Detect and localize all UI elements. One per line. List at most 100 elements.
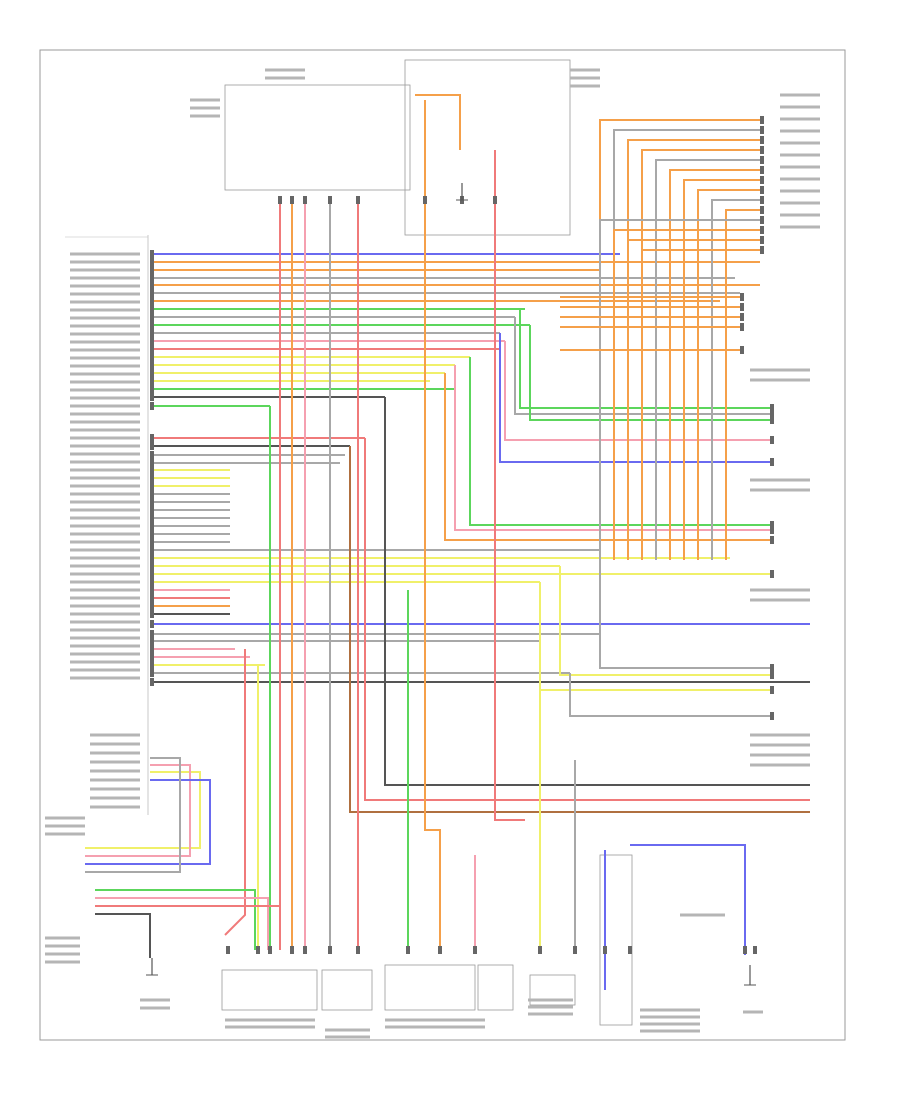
module-pin [150,274,154,282]
module-pin [150,586,154,594]
module-pin [150,506,154,514]
module-pin [150,451,154,459]
right-actuator-box [384,964,476,1011]
right-connector-pin [760,126,764,134]
component-pin [603,946,607,954]
wire-yellow-low-2 [539,582,770,691]
right-connector-pin [770,436,774,444]
left-actuator-box [221,969,318,1011]
right-connector-pin [770,536,774,544]
module-pin [150,570,154,578]
right-connector-pin [760,176,764,184]
module-pin [150,661,154,669]
component-pin [473,946,477,954]
module-pin [150,546,154,554]
right-connector-pin [760,236,764,244]
fuse-pin [290,196,294,204]
wire-red-right-drop [494,180,525,821]
right-connector-pin [740,303,744,311]
module-pin [150,602,154,610]
right-connector-pin [760,166,764,174]
wire-gray-716 [569,673,770,717]
right-connector-pin [760,196,764,204]
component-pin [356,946,360,954]
wire-dark-785 [384,397,810,786]
right-connector-pin [760,246,764,254]
right-column-wire-1 [613,129,760,560]
right-connector-pin [760,216,764,224]
loop-pink [85,764,191,857]
right-connector-pin [760,116,764,124]
wire-pink-right [504,341,770,441]
right-connector-pin [770,686,774,694]
diagram-border [39,49,846,1041]
right-connector-pin [760,156,764,164]
module-pin [150,530,154,538]
right-connector-pin [760,146,764,154]
component-pin [226,946,230,954]
ground-symbol [744,965,756,986]
module-pin [150,653,154,661]
right-connector-pin [770,458,774,466]
module-pin [150,482,154,490]
right-connector-pin [740,323,744,331]
right-column-wire-5 [669,169,760,560]
module-pin [150,321,154,329]
module-pin [150,393,154,401]
right-connector-pin [760,206,764,214]
right-column-wire-13 [641,249,760,560]
module-pin [150,258,154,266]
module-pin [150,250,154,258]
right-column-wire-8 [711,199,760,560]
right-connector-pin [770,416,774,424]
module-pin [150,620,154,628]
module-pin [150,610,154,618]
module-pin [150,578,154,586]
component-pin [743,946,747,954]
wire-red-left [224,649,246,936]
wire-gray-low [599,550,770,669]
loop-blue [85,779,211,865]
blower-relay-box [321,969,373,1011]
module-pin [150,554,154,562]
right-connector-pin [740,313,744,321]
right-connector-pin [760,186,764,194]
module-pin [150,353,154,361]
evap-sensor-box [529,974,576,1006]
component-pin [303,946,307,954]
right-connector-pin [770,712,774,720]
module-pin [150,361,154,369]
module-pin [150,594,154,602]
component-pin [328,946,332,954]
wire-yellow-low [559,566,770,676]
wire-orange-mid [444,373,770,541]
module-pin [150,289,154,297]
module-pin [150,637,154,645]
right-column-wire-12 [627,239,760,560]
component-pin [573,946,577,954]
right-connector-pin [770,671,774,679]
loop-gray [85,757,181,873]
module-pin [150,281,154,289]
right-column-wire-3 [641,149,760,560]
component-pin [538,946,542,954]
right-connector-pin [740,293,744,301]
module-pin [150,630,154,638]
component-pin [406,946,410,954]
fuse-pin [278,196,282,204]
module-pin [150,645,154,653]
module-pin [150,369,154,377]
right-connector-pin [740,346,744,354]
module-pin [150,474,154,482]
module-pin [150,434,154,442]
wire-blue-right [499,333,770,463]
right-column-wire-0 [599,119,760,560]
right-connector-pin [770,570,774,578]
module-pin [150,266,154,274]
wire-blue-motor-2 [630,844,746,955]
wire-green-right-2 [529,325,770,421]
module-pin [150,490,154,498]
module-pin [150,669,154,677]
right-column-wire-10 [599,219,760,560]
